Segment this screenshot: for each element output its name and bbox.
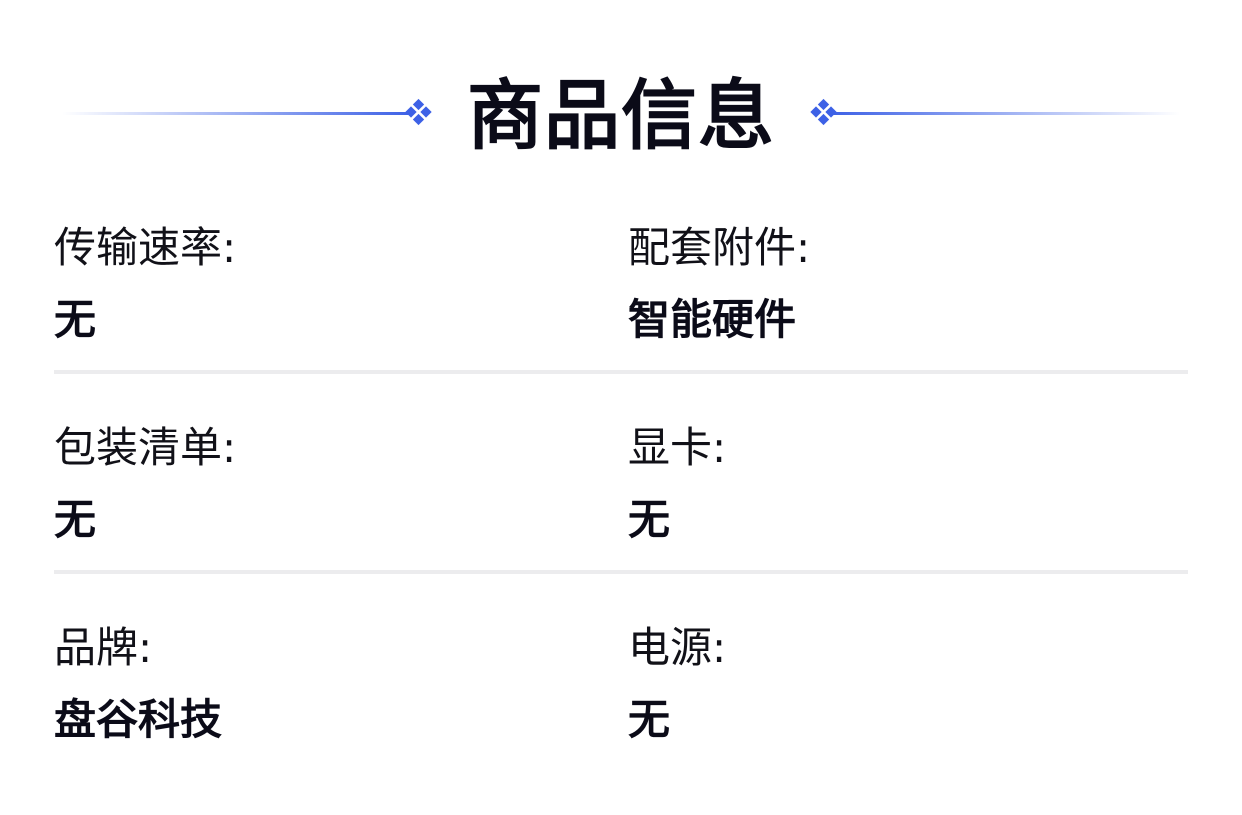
spec-value: 无: [628, 495, 671, 544]
spec-grid: 传输速率: 无 配套附件: 智能硬件 包装清单: 无 显卡: 无 品牌: 盘谷科…: [54, 210, 1188, 810]
spec-row: 包装清单: 无 显卡: 无: [54, 410, 1188, 610]
spec-item: 配套附件: 智能硬件: [628, 220, 810, 348]
spec-label: 显卡:: [628, 423, 727, 472]
spec-label: 配套附件:: [628, 223, 811, 272]
header-rule-right: [830, 112, 1180, 115]
spec-value: 无: [54, 495, 97, 544]
section-header: 商品信息: [0, 60, 1242, 170]
spec-value: 智能硬件: [628, 295, 797, 344]
spec-item: 电源: 无: [628, 620, 726, 748]
diamond-cluster-icon: [405, 98, 432, 126]
spec-label: 传输速率:: [54, 223, 237, 272]
spec-row: 品牌: 盘谷科技 电源: 无: [54, 610, 1188, 810]
spec-value: 无: [54, 295, 97, 344]
spec-label: 电源:: [628, 623, 727, 672]
spec-value: 无: [628, 695, 671, 744]
spec-item: 品牌: 盘谷科技: [54, 620, 222, 748]
row-divider: [54, 370, 1188, 374]
spec-row: 传输速率: 无 配套附件: 智能硬件: [54, 210, 1188, 410]
spec-label: 包装清单:: [54, 423, 237, 472]
spec-item: 传输速率: 无: [54, 220, 236, 348]
row-divider: [54, 570, 1188, 574]
spec-item: 显卡: 无: [628, 420, 726, 548]
spec-value: 盘谷科技: [54, 695, 223, 744]
spec-item: 包装清单: 无: [54, 420, 236, 548]
spec-label: 品牌:: [54, 623, 153, 672]
header-rule-left: [62, 112, 412, 115]
page-title: 商品信息: [467, 71, 775, 160]
